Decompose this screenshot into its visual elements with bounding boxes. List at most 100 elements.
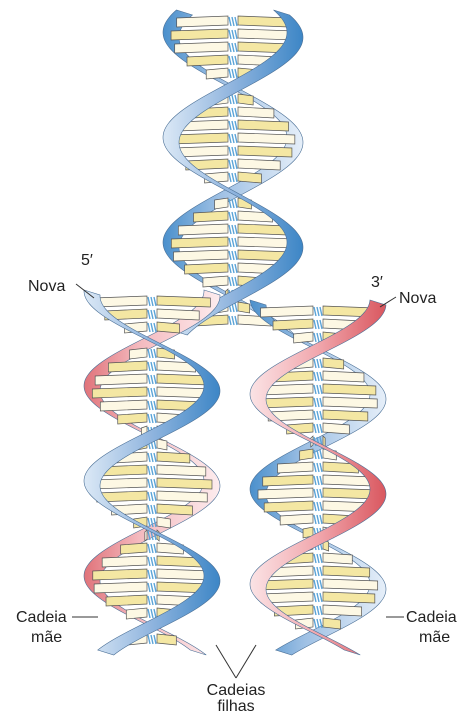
hydrogen-bond (154, 609, 156, 618)
hydrogen-bond (320, 359, 322, 368)
hydrogen-bond (229, 147, 231, 156)
hydrogen-bond (148, 505, 150, 514)
base-helix-right-a (273, 319, 313, 330)
base-pair (93, 569, 211, 580)
base-helix-left-b (157, 322, 179, 333)
base-helix-left-a (95, 374, 147, 385)
hydrogen-bond (151, 362, 153, 371)
hydrogen-bond (154, 583, 156, 592)
hydrogen-bond (229, 17, 231, 26)
left-daughter-helix (84, 290, 220, 655)
base-pair (261, 306, 376, 317)
base-helix-left-a (126, 608, 147, 619)
three-prime-label: 3′ (371, 274, 383, 291)
base-helix-left-a (121, 543, 147, 554)
hydrogen-bond (317, 333, 319, 342)
hydrogen-bond (229, 30, 231, 39)
hydrogen-bond (317, 372, 319, 381)
hydrogen-bond (229, 69, 231, 78)
base-helix-left-a (108, 361, 147, 372)
hydrogen-bond (314, 463, 316, 472)
base-helix-left-b (157, 452, 190, 463)
hydrogen-bond (314, 502, 316, 511)
hydrogen-bond (320, 476, 322, 485)
hydrogen-bond (148, 401, 150, 410)
hydrogen-bond (317, 567, 319, 576)
base-helix-left-a (94, 582, 147, 593)
base-helix-right-b (323, 397, 377, 408)
hydrogen-bond (151, 557, 153, 566)
hydrogen-bond (314, 385, 316, 394)
base-helix-top-b (238, 133, 295, 144)
hydrogen-bond (320, 489, 322, 498)
hydrogen-bond (235, 43, 237, 52)
base-helix-top-b (238, 302, 250, 313)
hydrogen-bond (154, 596, 156, 605)
hydrogen-bond (148, 349, 150, 358)
leader-nova-right (380, 297, 396, 307)
base-helix-left-b (157, 296, 210, 307)
hydrogen-bond (232, 160, 234, 169)
hydrogen-bond (229, 225, 231, 234)
hydrogen-bond (232, 173, 234, 182)
hydrogen-bond (314, 307, 316, 316)
hydrogen-bond (314, 593, 316, 602)
hydrogen-bond (317, 619, 319, 628)
hydrogen-bond (314, 424, 316, 433)
base-helix-left-b (157, 491, 207, 502)
hydrogen-bond (232, 17, 234, 26)
hydrogen-bond (154, 635, 156, 644)
hydrogen-bond (148, 453, 150, 462)
base-helix-right-a (258, 488, 313, 499)
hydrogen-bond (320, 515, 322, 524)
hydrogen-bond (148, 323, 150, 332)
right-daughter-helix (250, 300, 386, 655)
hydrogen-bond (229, 316, 231, 325)
base-helix-top-b (238, 172, 261, 183)
base-pair (171, 237, 294, 248)
base-pair (177, 120, 288, 131)
base-helix-right-b (323, 579, 378, 590)
base-helix-right-a (264, 501, 313, 512)
hydrogen-bond (320, 502, 322, 511)
hydrogen-bond (314, 476, 316, 485)
hydrogen-bond (148, 583, 150, 592)
hydrogen-bond (235, 69, 237, 78)
hydrogen-bond (229, 238, 231, 247)
hydrogen-bond (151, 492, 153, 501)
hydrogen-bond (151, 401, 153, 410)
base-pair (260, 384, 376, 395)
hydrogen-bond (235, 212, 237, 221)
base-helix-top-b (238, 107, 274, 118)
hydrogen-bond (151, 596, 153, 605)
base-helix-right-b (323, 358, 344, 369)
base-helix-right-b (323, 410, 368, 421)
base-pair (171, 29, 295, 40)
hydrogen-bond (317, 515, 319, 524)
hydrogen-bond (154, 414, 156, 423)
base-pair (266, 566, 369, 577)
base-pair (175, 42, 292, 53)
hydrogen-bond (317, 463, 319, 472)
hydrogen-bond (151, 635, 153, 644)
hydrogen-bond (232, 43, 234, 52)
base-helix-right-a (261, 306, 313, 317)
hydrogen-bond (317, 359, 319, 368)
base-helix-left-b (157, 634, 176, 645)
base-helix-left-a (145, 530, 147, 541)
base-pair (98, 465, 206, 476)
hydrogen-bond (320, 320, 322, 329)
hydrogen-bond (232, 199, 234, 208)
hydrogen-bond (148, 596, 150, 605)
base-helix-right-b (323, 553, 352, 564)
hydrogen-bond (148, 570, 150, 579)
hydrogen-bond (151, 388, 153, 397)
hydrogen-bond (235, 147, 237, 156)
hydrogen-bond (317, 320, 319, 329)
hydrogen-bond (151, 297, 153, 306)
hydrogen-bond (154, 492, 156, 501)
leader-filhas-b (236, 645, 256, 678)
hydrogen-bond (229, 251, 231, 260)
hydrogen-bond (320, 580, 322, 589)
